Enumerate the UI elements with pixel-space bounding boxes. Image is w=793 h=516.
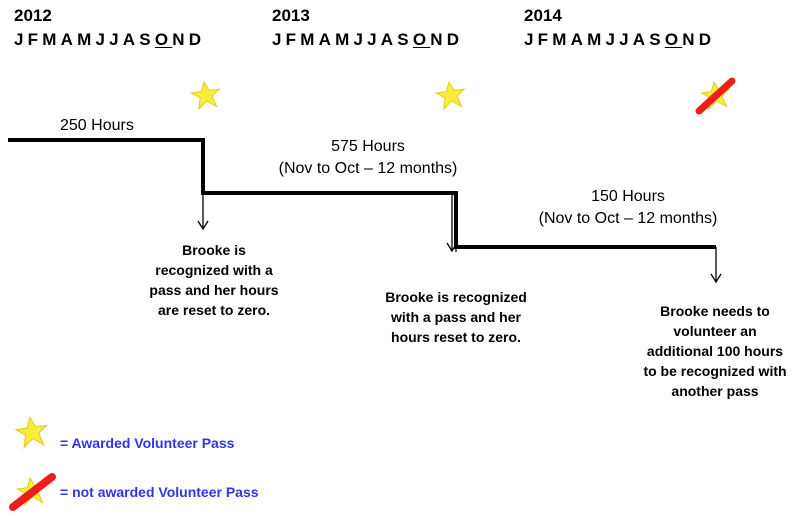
month-letter: S — [649, 30, 665, 49]
month-letter: A — [60, 30, 78, 49]
month-letter: J — [353, 30, 368, 49]
months-row-2013: JFMAMJJASOND — [272, 30, 463, 50]
legend-star-icon — [14, 415, 50, 449]
period-3-label: 150 Hours (Nov to Oct – 12 months) — [508, 186, 748, 230]
year-2012: 2012 — [14, 6, 52, 25]
period-2-range: (Nov to Oct – 12 months) — [278, 160, 458, 177]
star-icon — [189, 79, 223, 111]
period-1-hours: 250 Hours — [60, 117, 134, 134]
month-letter: J — [272, 30, 286, 49]
month-letter: J — [619, 30, 633, 49]
month-letter: J — [95, 30, 110, 49]
month-letter: M — [587, 30, 606, 49]
year-2014: 2014 — [524, 6, 562, 25]
year-2013: 2013 — [272, 6, 310, 25]
arrow-down-icon — [446, 193, 458, 253]
arrow-down-icon — [710, 247, 722, 284]
month-letter: F — [27, 30, 43, 49]
note-2013: Brooke is recognized with a pass and her… — [385, 289, 527, 345]
note-2012: Brooke is recognized with a pass and her… — [149, 242, 279, 318]
month-letter: N — [430, 30, 447, 49]
month-highlighted: O — [664, 30, 683, 49]
month-letter: J — [14, 30, 28, 49]
month-letter: N — [172, 30, 189, 49]
month-letter: D — [698, 30, 716, 49]
month-letter: J — [367, 30, 381, 49]
arrow-down-icon — [197, 193, 209, 231]
period-2-hours: 575 Hours — [331, 138, 405, 155]
month-highlighted: O — [154, 30, 173, 49]
legend-not-awarded-label: = not awarded Volunteer Pass — [60, 484, 259, 500]
period-3-range: (Nov to Oct – 12 months) — [538, 210, 718, 227]
month-letter: S — [139, 30, 155, 49]
period-2-label: 575 Hours (Nov to Oct – 12 months) — [258, 136, 478, 180]
legend-awarded-label: = Awarded Volunteer Pass — [60, 435, 235, 451]
month-letter: M — [300, 30, 319, 49]
month-letter: M — [77, 30, 96, 49]
month-letter: D — [446, 30, 464, 49]
month-letter: F — [285, 30, 301, 49]
month-letter: M — [552, 30, 571, 49]
months-row-2014: JFMAMJJASOND — [524, 30, 715, 50]
month-letter: J — [605, 30, 620, 49]
month-letter: M — [335, 30, 354, 49]
crossed-star-icon — [695, 77, 736, 115]
month-letter: A — [318, 30, 336, 49]
hours-step-line — [8, 138, 716, 249]
note-2014: Brooke needs to volunteer an additional … — [643, 303, 787, 399]
month-letter: S — [397, 30, 413, 49]
month-highlighted: O — [412, 30, 431, 49]
month-letter: A — [570, 30, 588, 49]
month-letter: M — [42, 30, 61, 49]
period-3-hours: 150 Hours — [591, 188, 665, 205]
month-letter: F — [537, 30, 553, 49]
month-letter: A — [632, 30, 650, 49]
month-letter: N — [682, 30, 699, 49]
month-letter: J — [109, 30, 123, 49]
month-letter: A — [380, 30, 398, 49]
star-icon — [434, 79, 468, 111]
period-1-label: 250 Hours — [60, 115, 134, 137]
legend-crossed-star-icon — [9, 473, 56, 511]
months-row-2012: JFMAMJJASOND — [14, 30, 205, 50]
month-letter: D — [188, 30, 206, 49]
month-letter: J — [524, 30, 538, 49]
month-letter: A — [122, 30, 140, 49]
